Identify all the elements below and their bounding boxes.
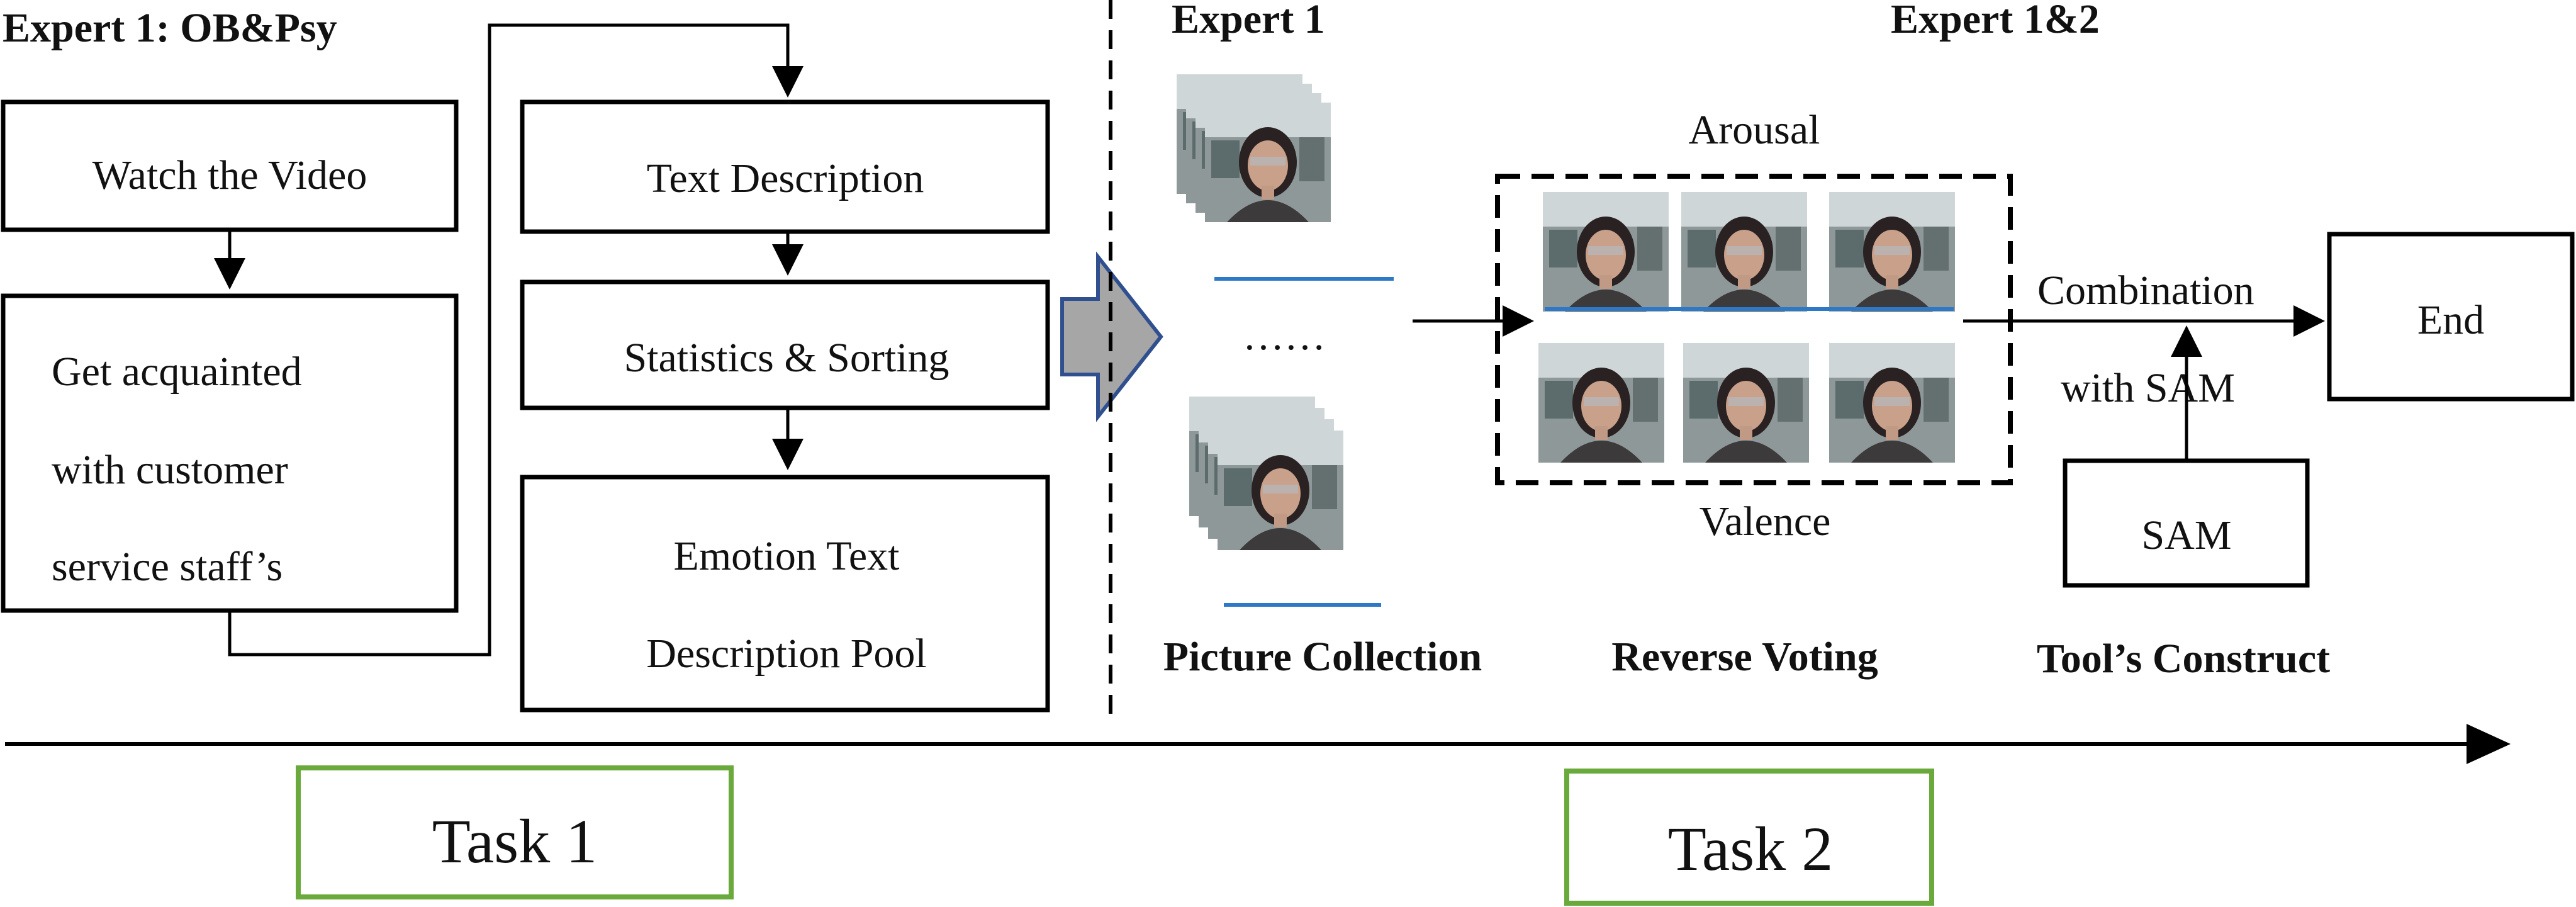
expert1-heading: Expert 1 bbox=[1172, 0, 1325, 42]
task2-box bbox=[1564, 769, 1934, 906]
watch-video-label: Watch the Video bbox=[92, 152, 367, 198]
get-acquainted-line-3: service staff’s bbox=[52, 544, 283, 590]
task2-label: Task 2 bbox=[1668, 814, 1833, 884]
picture-ellipsis: …… bbox=[1243, 313, 1326, 359]
expert1-obpsy-heading: Expert 1: OB&Psy bbox=[3, 5, 337, 51]
sam-label: SAM bbox=[2141, 512, 2231, 558]
with-sam-label: with SAM bbox=[2061, 365, 2235, 411]
statistics-sorting-box bbox=[520, 279, 1050, 410]
text-description-box bbox=[520, 99, 1050, 234]
emotion-pool-line-2: Description Pool bbox=[646, 631, 926, 677]
statistics-sorting-label: Statistics & Sorting bbox=[624, 335, 949, 381]
reverse-voting-label: Reverse Voting bbox=[1611, 634, 1878, 680]
tools-construct-label: Tool’s Construct bbox=[2037, 636, 2330, 682]
text-description-label: Text Description bbox=[647, 155, 924, 201]
picture-stack-top bbox=[1177, 74, 1394, 281]
end-box bbox=[2327, 232, 2575, 402]
timeline-arrowhead bbox=[2467, 724, 2511, 764]
get-acquainted-line-1: Get acquainted bbox=[52, 349, 302, 395]
combination-label: Combination bbox=[2037, 268, 2254, 313]
end-label: End bbox=[2417, 297, 2484, 343]
voting-photo-grid bbox=[1538, 192, 1955, 463]
voting-dashed-box bbox=[1495, 174, 2013, 485]
valence-label: Valence bbox=[1700, 499, 1831, 544]
picture-stack-bottom bbox=[1189, 397, 1381, 607]
get-acquainted-line-2: with customer bbox=[52, 447, 288, 493]
task1-box bbox=[296, 765, 734, 899]
expert1and2-heading: Expert 1&2 bbox=[1891, 0, 2100, 42]
connector-acquaint-to-text bbox=[228, 23, 804, 656]
picture-collection-label: Picture Collection bbox=[1163, 634, 1482, 680]
emotion-pool-line-1: Emotion Text bbox=[674, 533, 900, 579]
task1-label: Task 1 bbox=[432, 806, 597, 876]
arousal-label: Arousal bbox=[1689, 107, 1820, 153]
emotion-pool-box bbox=[520, 475, 1050, 713]
